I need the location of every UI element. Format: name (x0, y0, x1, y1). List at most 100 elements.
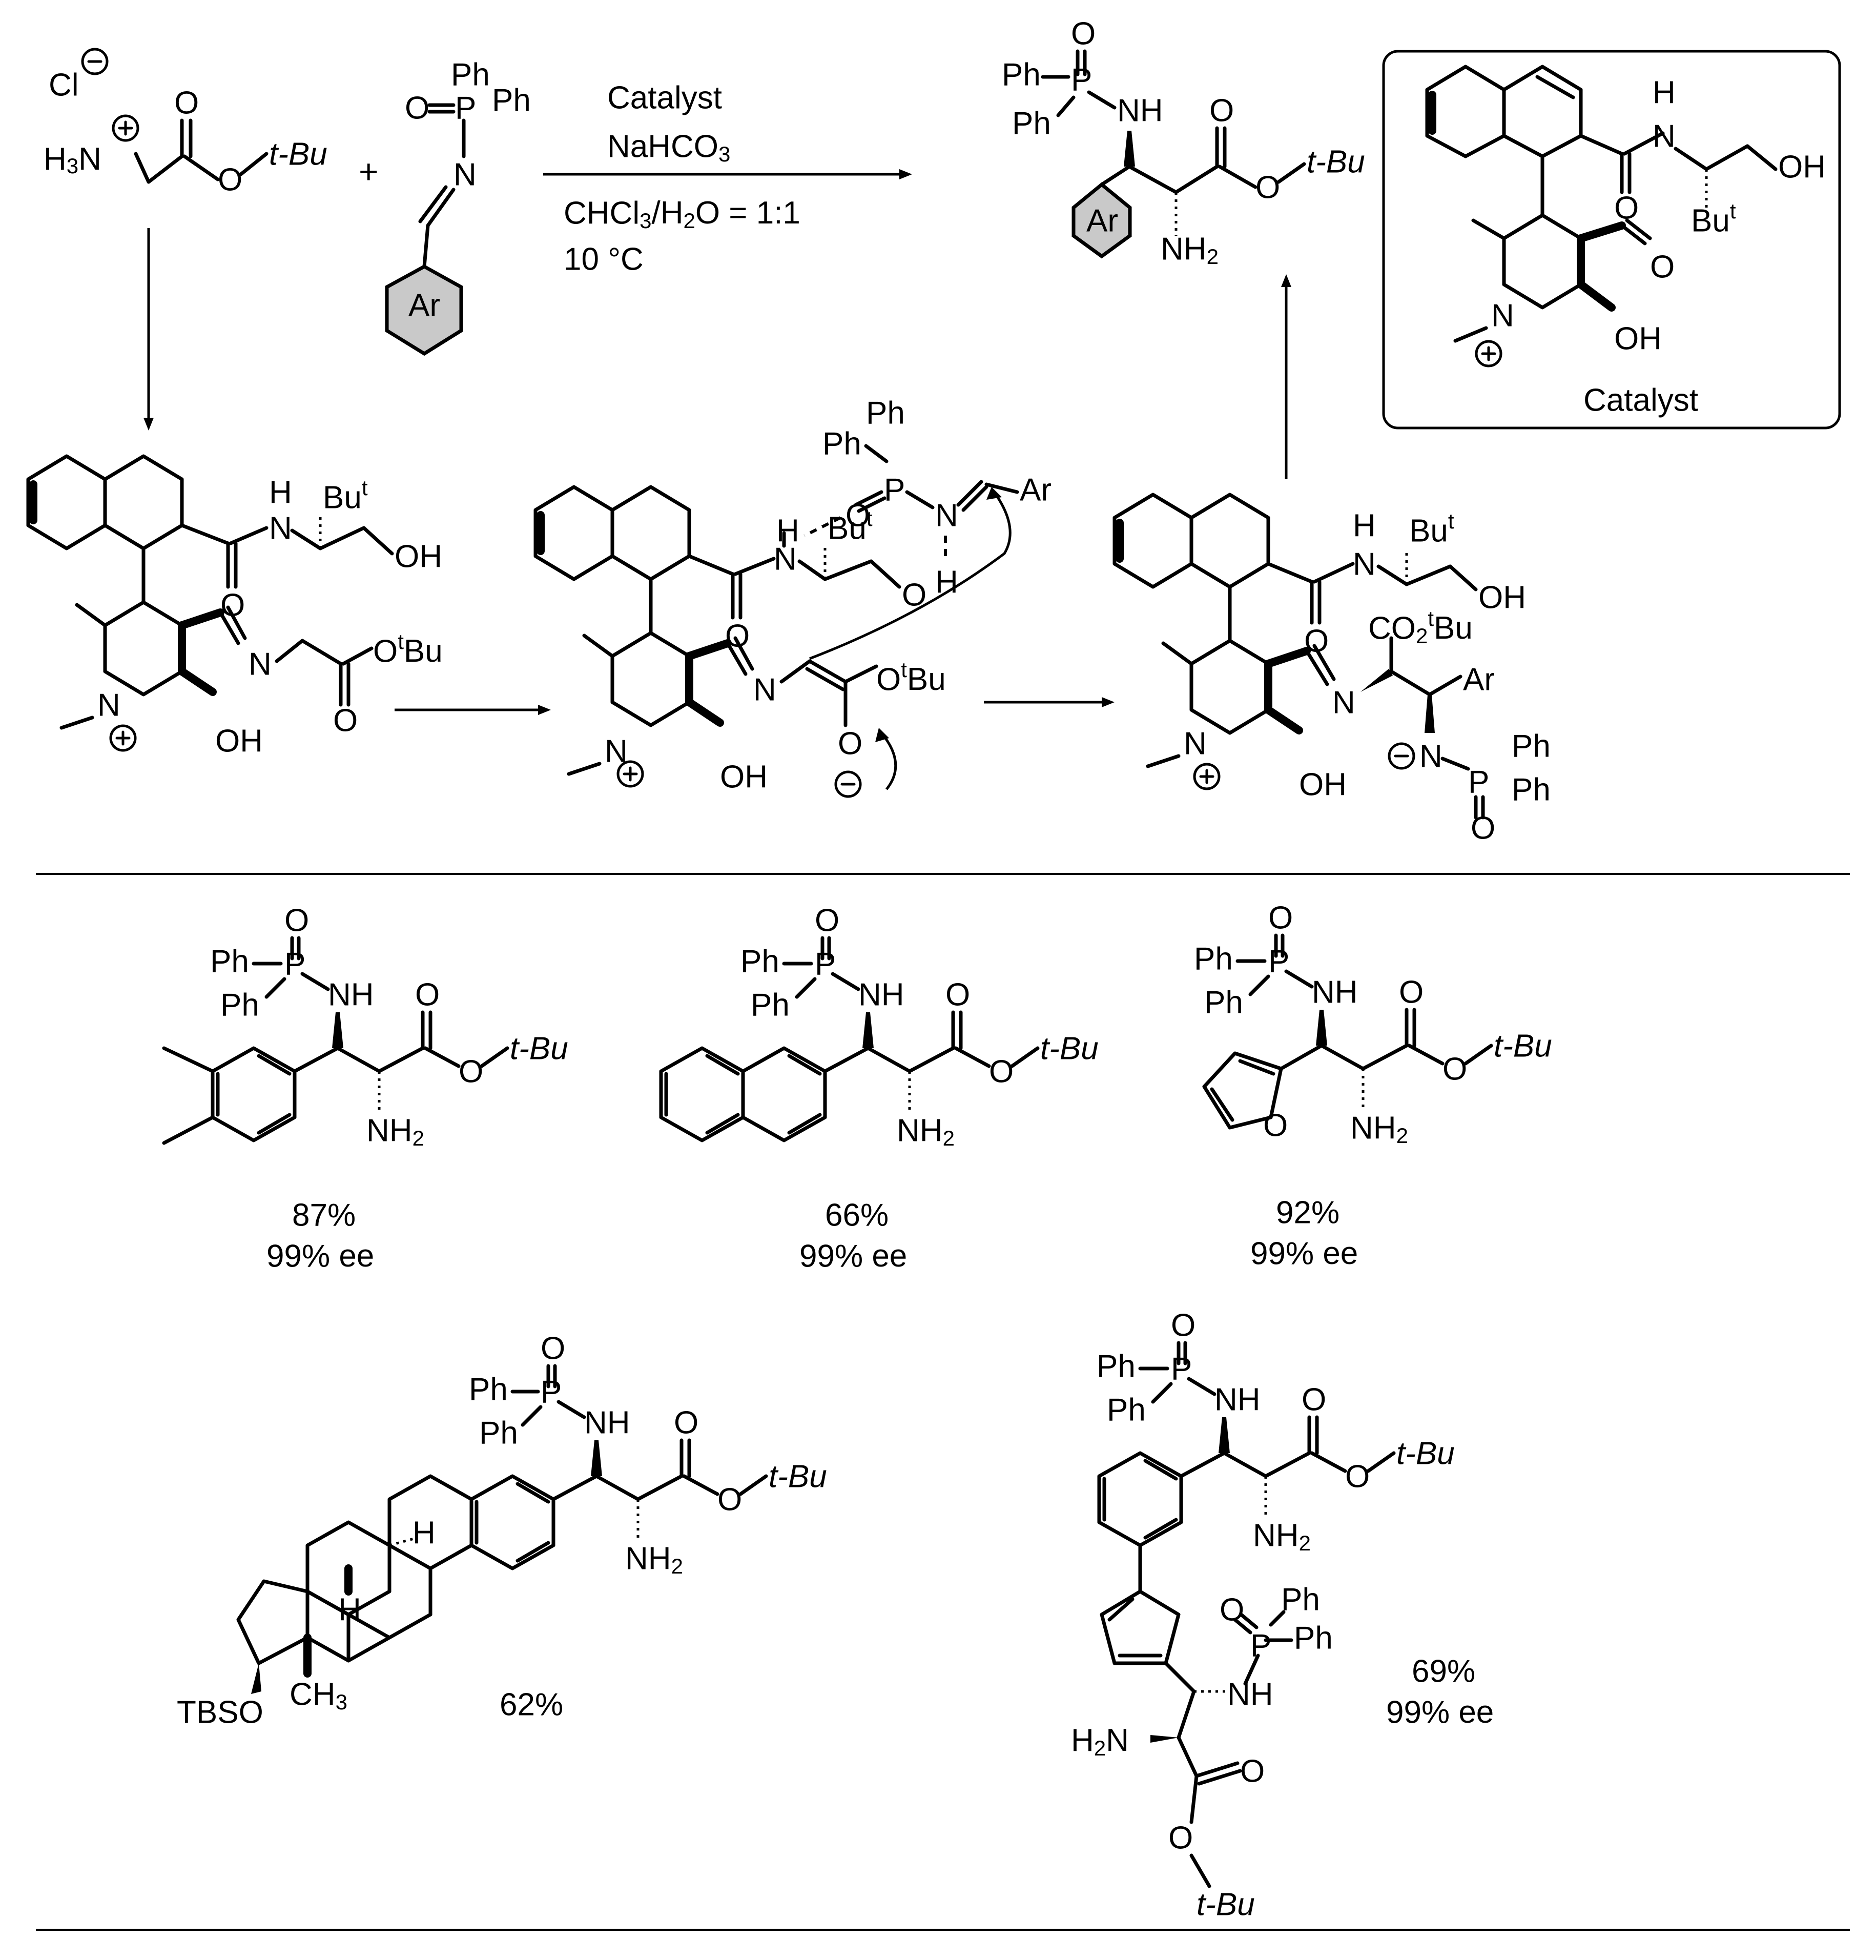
p-label: P (1268, 944, 1289, 979)
imine-n: N (1332, 685, 1355, 720)
ph-label: Ph (451, 57, 490, 92)
furan-o: O (1263, 1108, 1288, 1143)
ester-o: O (218, 162, 242, 197)
ph-label: Ph (220, 987, 259, 1023)
yield-4: 62% (500, 1687, 563, 1722)
ph-label: Ph (822, 426, 861, 461)
intermediate-2: Ph Ph P O N Ar H H O N But O (533, 395, 1052, 798)
nh-label: NH (1117, 93, 1163, 128)
o-label: O (405, 90, 429, 126)
o-label: O (459, 1054, 483, 1089)
tbu-label: t-Bu (769, 1459, 827, 1494)
imine-n: N (753, 672, 776, 707)
h-label: H (1353, 508, 1376, 543)
p-label: P (455, 90, 476, 126)
o-label: O (1171, 1308, 1195, 1343)
o-label: O (1471, 810, 1495, 846)
oh-label: OH (1778, 149, 1826, 185)
plus-sign: + (359, 152, 379, 190)
oh-label: OH (1299, 767, 1347, 802)
ee-5: 99% ee (1386, 1694, 1494, 1730)
conditions-line-1: Catalyst (607, 80, 722, 115)
conditions-line-4: 10 °C (564, 241, 644, 277)
intermediate-3: O H N But OH N CO2tBu Ar N P Ph Ph O (1112, 493, 1551, 846)
yield-2: 66% (825, 1197, 889, 1233)
tbu-label-1: t-Bu (269, 136, 327, 172)
o-label: O (541, 1331, 565, 1366)
catalyst-box: O H N But OH O OH N Catalyst (1382, 50, 1841, 430)
oh-label: OH (1614, 321, 1662, 356)
nh-label: NH (1312, 974, 1358, 1010)
o-label: O (1399, 974, 1424, 1010)
h-label: H (269, 475, 292, 510)
nh2-label: NH2 (366, 1113, 424, 1150)
o-label: O (333, 703, 358, 738)
oh-label: OH (395, 539, 442, 574)
intermediate-1: O H N But OH N O OtBu OH N (26, 454, 443, 759)
p-label: P (1171, 1351, 1192, 1386)
h2n-label: H2N (1071, 1723, 1129, 1760)
o-label: O (1345, 1459, 1370, 1494)
nh-label: NH (1227, 1677, 1273, 1712)
tbso-label: TBSO (177, 1694, 263, 1730)
tbu-label: t-Bu (510, 1031, 568, 1066)
nh2-label: NH2 (625, 1541, 683, 1578)
carbonyl-o: O (174, 85, 199, 120)
ph-label: Ph (1294, 1620, 1333, 1656)
n-label: N (1653, 118, 1676, 154)
ph-label: Ph (1281, 1582, 1320, 1617)
product-1: O Ph P Ph NH NH2 O O t-Bu 87% 99% ee (162, 903, 568, 1274)
ch3-label: CH3 (290, 1677, 347, 1714)
oh-label: OH (215, 723, 263, 759)
product-2: O Ph P Ph NH NH2 O O t-Bu 66% 99% ee (659, 903, 1099, 1274)
h-label: H (935, 564, 958, 600)
conditions: Catalyst NaHCO3 CHCl3/H2O = 1:1 10 °C (543, 80, 912, 277)
nh-label: NH (858, 977, 904, 1012)
ee-1: 99% ee (266, 1238, 374, 1274)
n-label: N (935, 498, 958, 533)
n-label: N (1353, 546, 1376, 582)
product-3: O Ph P Ph NH O NH2 O O t-Bu 92% 99% ee (1194, 900, 1552, 1271)
h-label: H (413, 1515, 436, 1550)
nh2-label: NH2 (1253, 1518, 1311, 1555)
ph-label: Ph (479, 1415, 518, 1451)
ph-label: Ph (866, 395, 905, 431)
oh-label: OH (1478, 580, 1526, 615)
ar-label: Ar (1463, 662, 1495, 697)
phosphinoyl-imine: Ph Ph O P N Ar (385, 57, 531, 356)
ph-label: Ph (492, 83, 531, 118)
pyridinium-n: N (97, 687, 120, 723)
ph-label: Ph (1107, 1392, 1146, 1427)
o-label: O (674, 1405, 698, 1440)
o-label: O (1650, 249, 1675, 284)
o-label: O (1240, 1753, 1265, 1789)
nh-label: NH (584, 1405, 630, 1440)
o-label: O (1268, 900, 1293, 935)
ph-label: Ph (1097, 1349, 1136, 1384)
pyridinium-n: N (1491, 298, 1514, 333)
n-minus: N (1419, 739, 1442, 774)
ph-label: Ph (1012, 106, 1051, 141)
conditions-line-2: NaHCO3 (607, 129, 730, 166)
o-label: O (1209, 93, 1234, 128)
ester-o: OtBu (373, 629, 443, 669)
co2tbu-label: CO2tBu (1368, 606, 1473, 648)
n-label: N (453, 157, 477, 192)
o-label: O (1168, 1820, 1193, 1855)
p-label: P (1468, 764, 1489, 800)
o-label: O (846, 498, 870, 533)
tbu-label: t-Bu (1494, 1028, 1552, 1064)
nh-label: NH (1214, 1382, 1261, 1417)
ph-label: Ph (1512, 772, 1551, 807)
ph-label: Ph (1204, 985, 1243, 1020)
product-general: O Ph P Ph NH Ar NH2 O O t-Bu (1002, 16, 1365, 269)
ph-label: Ph (1512, 728, 1551, 764)
chloride-label: Cl (49, 67, 79, 103)
h-label: H (1653, 75, 1676, 110)
but-label: But (1409, 509, 1454, 548)
o-label: O (945, 977, 970, 1012)
yield-1: 87% (292, 1197, 356, 1233)
ar-label: Ar (1086, 203, 1118, 238)
imine-n: N (249, 646, 272, 682)
